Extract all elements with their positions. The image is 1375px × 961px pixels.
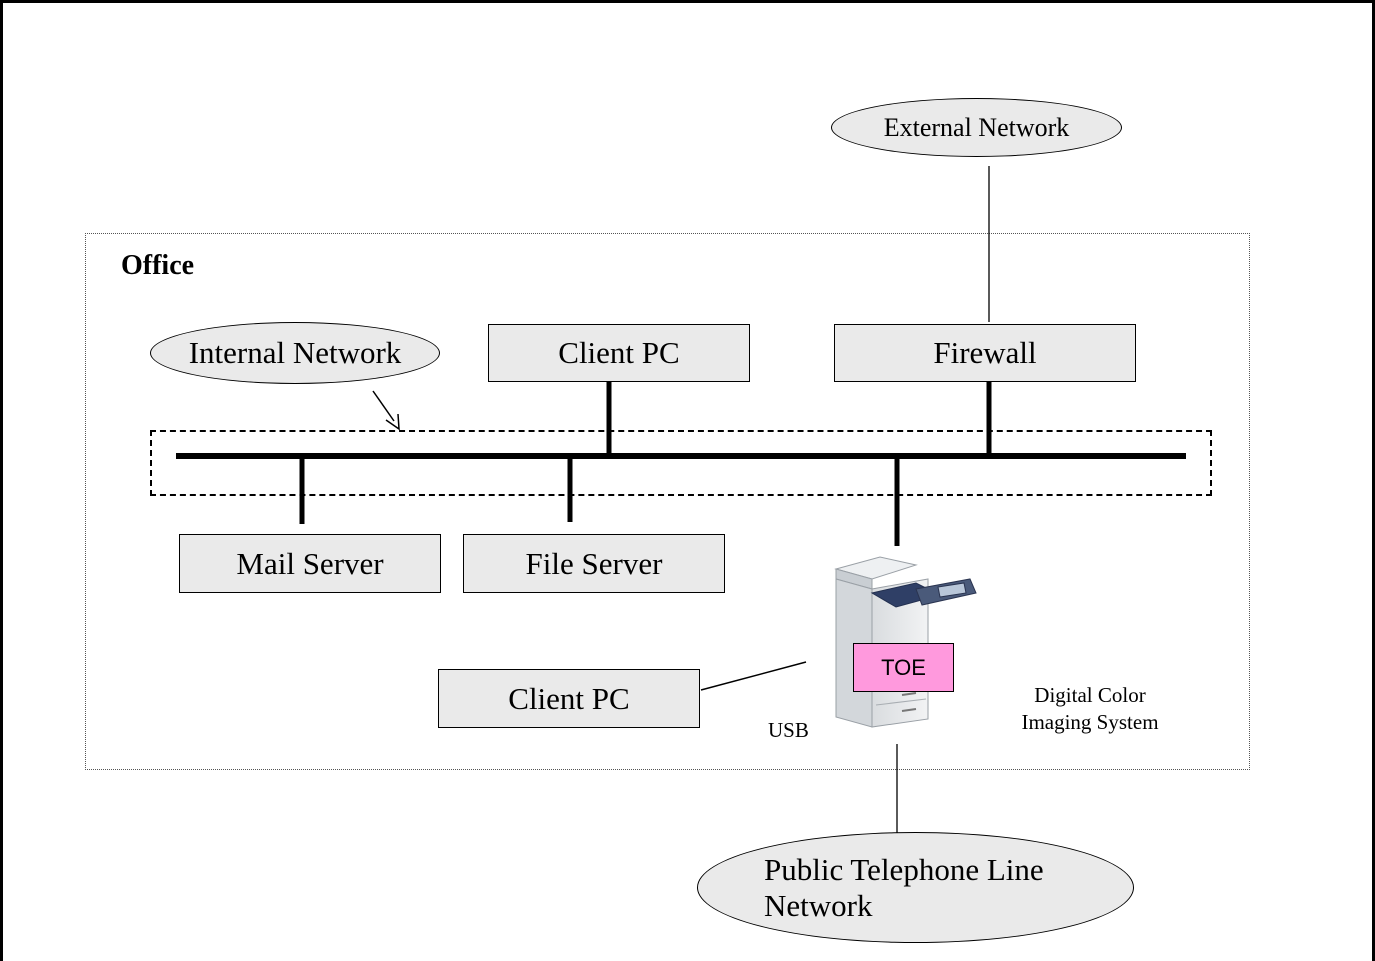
client-pc-usb-node: Client PC bbox=[438, 669, 700, 728]
client-pc-node: Client PC bbox=[488, 324, 750, 382]
printer-icon bbox=[834, 556, 977, 728]
external-network-node: External Network bbox=[831, 98, 1122, 157]
mail-server-node: Mail Server bbox=[179, 534, 441, 593]
file-server-node: File Server bbox=[463, 534, 725, 593]
internal-network-segment bbox=[150, 430, 1212, 496]
usb-link bbox=[700, 661, 807, 691]
internal-network-arrow bbox=[372, 390, 395, 422]
device-name-label: Digital Color Imaging System bbox=[1000, 682, 1180, 736]
office-boundary bbox=[85, 233, 1250, 770]
internal-network-node: Internal Network bbox=[150, 322, 440, 384]
office-label: Office bbox=[121, 250, 195, 281]
public-line-label-line1: Public Telephone Line bbox=[764, 851, 1044, 887]
device-name-line2: Imaging System bbox=[1021, 710, 1159, 734]
public-telephone-network-node: Public Telephone Line Network bbox=[697, 832, 1134, 943]
usb-label: USB bbox=[768, 718, 809, 742]
firewall-node: Firewall bbox=[834, 324, 1136, 382]
toe-label-box: TOE bbox=[853, 643, 954, 692]
device-name-line1: Digital Color bbox=[1034, 683, 1146, 707]
public-line-label-line2: Network bbox=[764, 887, 873, 923]
arrowhead bbox=[385, 413, 400, 431]
